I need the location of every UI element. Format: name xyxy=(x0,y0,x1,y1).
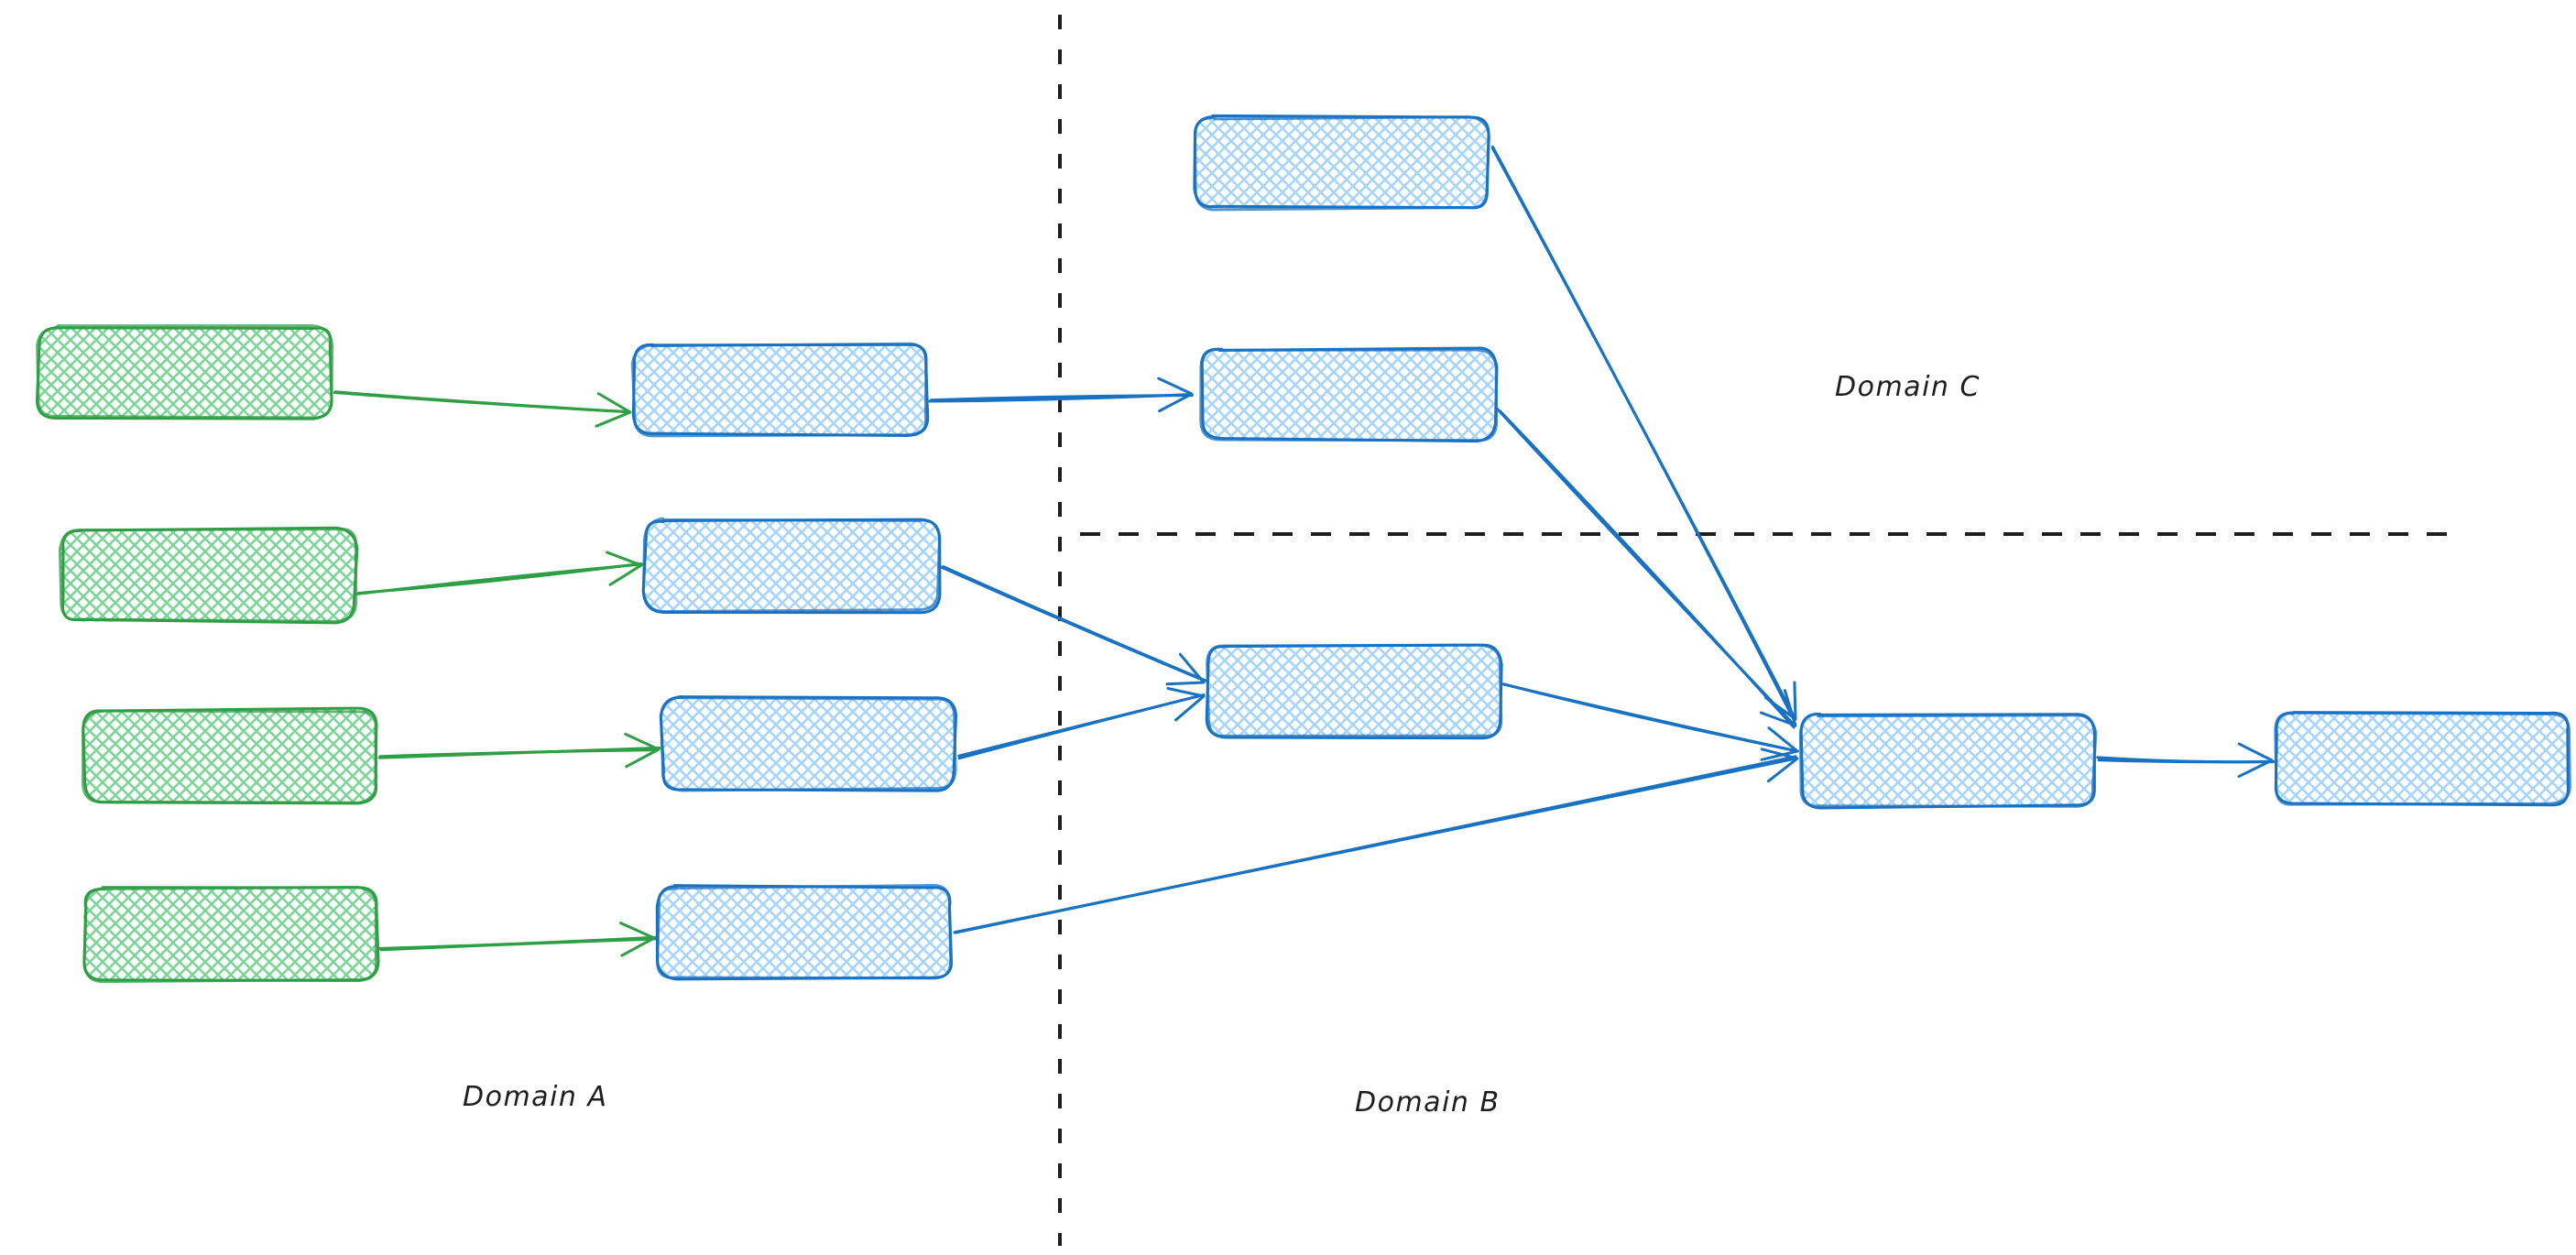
node-fill-d1 xyxy=(1800,714,2095,807)
edge-d1-e1 xyxy=(2096,742,2276,779)
node-a3[interactable] xyxy=(82,706,378,805)
node-e1[interactable] xyxy=(2274,711,2571,807)
arrowhead-a2-b2 xyxy=(606,551,643,586)
edge-a3-b3 xyxy=(377,732,661,769)
node-outline-a4 xyxy=(82,885,378,984)
edge-b4-d1 xyxy=(953,748,1799,934)
node-c1[interactable] xyxy=(1193,114,1490,212)
node-outline-a1 xyxy=(36,324,334,420)
node-a2[interactable] xyxy=(58,526,359,625)
node-outline-b3 xyxy=(660,695,957,792)
node-fill-c2 xyxy=(1201,348,1496,441)
arrowhead-c3-d1 xyxy=(1760,726,1799,761)
node-fill-c3 xyxy=(1206,645,1501,737)
edge-c1-d1 xyxy=(1490,145,1797,722)
edge-a1-b1 xyxy=(333,390,632,428)
node-outline-d1 xyxy=(1798,713,2098,808)
node-fill-a1 xyxy=(38,326,333,419)
node-b3[interactable] xyxy=(659,695,958,792)
edge-c2-d1 xyxy=(1495,407,1797,729)
node-layer xyxy=(36,114,2571,984)
node-outline-b1 xyxy=(630,342,928,438)
edge-a2-b2 xyxy=(355,551,644,595)
domain-label-b: Domain B xyxy=(1355,1086,1501,1119)
node-fill-a4 xyxy=(83,889,378,981)
domain-label-a: Domain A xyxy=(463,1081,608,1113)
node-outline-c2 xyxy=(1199,347,1499,442)
edge-c3-d1 xyxy=(1501,682,1799,761)
node-outline-b2 xyxy=(641,517,941,614)
arrowhead-b3-c3 xyxy=(1166,687,1206,722)
node-outline-a2 xyxy=(58,528,358,623)
arrowhead-a4-b4 xyxy=(619,922,656,957)
arrowhead-b4-d1 xyxy=(1760,748,1799,783)
node-b4[interactable] xyxy=(655,883,954,981)
node-a4[interactable] xyxy=(82,885,380,984)
node-outline-b4 xyxy=(656,883,953,980)
node-fill-e1 xyxy=(2275,712,2569,805)
arrowhead-a3-b3 xyxy=(624,732,660,769)
node-fill-c1 xyxy=(1195,116,1490,209)
edge-b2-c3 xyxy=(940,565,1207,686)
arrowhead-b2-c3 xyxy=(1165,652,1206,686)
node-fill-a2 xyxy=(60,529,356,622)
node-outline-a3 xyxy=(82,709,377,804)
node-fill-b2 xyxy=(645,519,938,612)
node-d1[interactable] xyxy=(1798,713,2098,810)
arrowhead-b1-c2 xyxy=(1157,376,1194,413)
node-b2[interactable] xyxy=(641,517,942,615)
node-fill-b1 xyxy=(633,344,928,435)
edge-a4-b4 xyxy=(378,922,658,957)
domain-label-c: Domain C xyxy=(1835,371,1981,403)
edge-b3-c3 xyxy=(957,687,1206,760)
node-a1[interactable] xyxy=(36,324,334,420)
node-fill-b3 xyxy=(661,698,956,790)
node-outline-c3 xyxy=(1206,643,1503,737)
node-c3[interactable] xyxy=(1205,643,1503,740)
node-fill-b4 xyxy=(657,886,951,979)
node-outline-e1 xyxy=(2274,711,2571,806)
arrowhead-d1-e1 xyxy=(2237,742,2274,779)
node-c2[interactable] xyxy=(1199,346,1499,443)
edge-b1-c2 xyxy=(928,376,1194,413)
node-fill-a3 xyxy=(83,709,378,802)
arrowhead-a1-b1 xyxy=(595,392,632,428)
node-b1[interactable] xyxy=(630,342,930,438)
edge-layer xyxy=(333,145,2276,957)
arrowhead-c2-d1 xyxy=(1760,689,1797,727)
node-outline-c1 xyxy=(1194,115,1490,212)
